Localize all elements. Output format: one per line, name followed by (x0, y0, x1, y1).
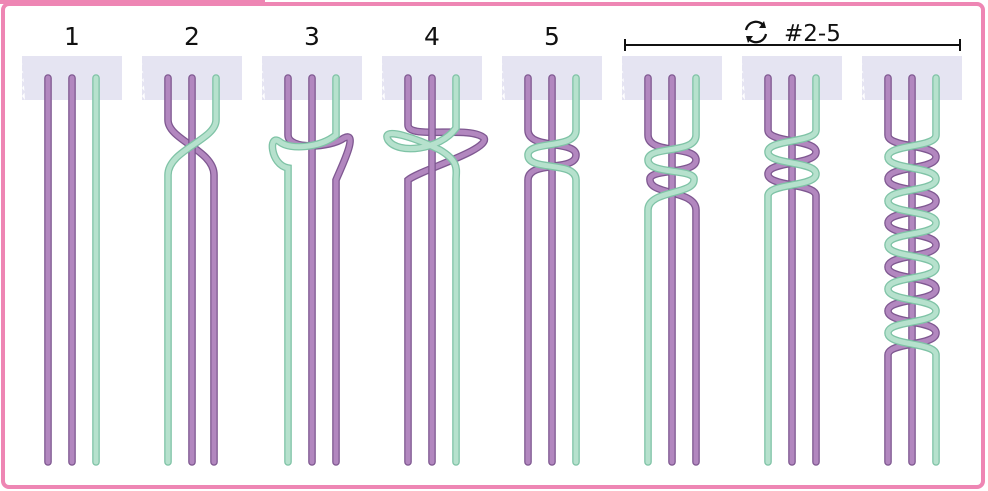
step-label-2: 2 (184, 22, 200, 51)
col3-right-cord (268, 74, 340, 466)
col4-right-cord (383, 74, 461, 466)
repeat-icon (744, 20, 768, 44)
col4-left-cord (404, 74, 488, 466)
repeat-label: #2-5 (784, 21, 841, 47)
step-label-1: 1 (64, 22, 80, 51)
col5-left-cord (524, 74, 580, 466)
cords-layer (44, 74, 940, 466)
col3-left-cord (284, 74, 354, 466)
step-label-5: 5 (544, 22, 560, 51)
frame-tab (0, 0, 265, 4)
step-label-3: 3 (304, 22, 320, 51)
col6-right-cord (644, 74, 700, 466)
col7-right-cord (764, 74, 820, 466)
step-label-4: 4 (424, 22, 440, 51)
col2-right-cord (164, 74, 220, 466)
col8-right-cord (884, 74, 940, 466)
repeat-bracket (624, 39, 961, 51)
col5-right-cord (524, 74, 580, 466)
